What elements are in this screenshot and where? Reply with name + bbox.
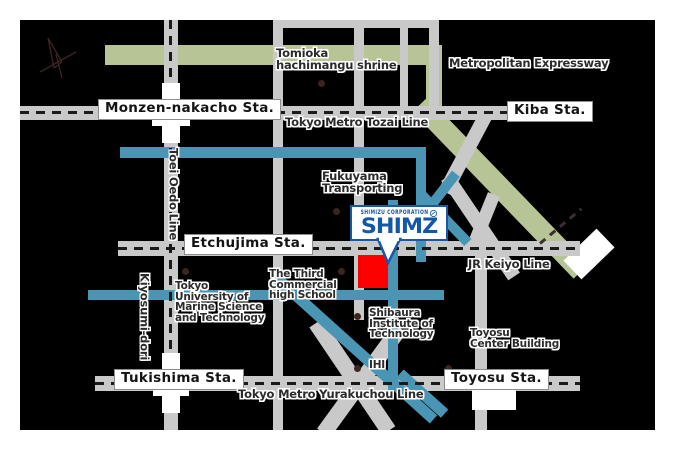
water-vertical-keiyo [388, 200, 398, 390]
landmark-label-marine-university: Tokyo University of Marine Science and T… [175, 280, 265, 325]
rail-label-oedo-text: Toei Oedo Line [166, 148, 181, 241]
landmark-label-ihi-text: IHI [369, 359, 386, 371]
expressway-segment-west [105, 45, 435, 65]
landmark-label-toyosu-center-text: Toyosu Center Building [470, 327, 560, 350]
rail-label-yurakuchou-text: Tokyo Metro Yurakuchou Line [238, 387, 424, 401]
shimz-circle-mark-icon [430, 209, 438, 217]
poi-dot-third-commercial [338, 268, 345, 275]
landmark-label-tomioka-text: Tomioka hachimangu shrine [276, 46, 397, 72]
landmark-label-ihi: IHI [369, 360, 385, 371]
rail-label-tozai-text: Tokyo Metro Tozai Line [285, 115, 429, 129]
water-horizontal-lower [88, 290, 444, 300]
water-vertical-east [416, 147, 426, 262]
station-label-toyosu[interactable]: Toyosu Sta. [444, 369, 549, 390]
target-location-block[interactable] [358, 255, 388, 288]
shimz-callout-tail-icon [376, 236, 403, 267]
road-vertical-center-a [273, 20, 283, 430]
poi-dot-toyosu-center [445, 365, 452, 372]
water-horizontal-upper [120, 147, 426, 158]
poi-dot-ihi [354, 365, 361, 372]
road-vertical-center-c [400, 20, 408, 120]
landmark-label-shibaura-text: Shibaura Institute of Technology [369, 307, 434, 341]
shimz-logo-callout[interactable]: SHIMIZU CORPORATION SHIMZ [350, 205, 448, 241]
road-label-metropolitan-expressway-text: Metropolitan Expressway [449, 56, 609, 70]
poi-dot-marine-univ [182, 268, 189, 275]
road-label-kiyosumi-dori-text: Kiyosumi-dori [137, 273, 152, 361]
poi-dot-fukuyama [333, 208, 340, 215]
landmark-label-fukuyama-text: Fukuyama Transporting [322, 169, 403, 195]
poi-dot-tomioka [318, 80, 325, 87]
station-label-monzen-nakacho[interactable]: Monzen-nakacho Sta. [98, 99, 282, 120]
landmark-label-third-commercial-text: The Third Commercial high School [269, 268, 337, 302]
shimz-wordmark: SHIMZ [360, 213, 438, 238]
landmark-label-third-commercial: The Third Commercial high School [269, 269, 337, 301]
rail-dash-oedo [169, 20, 172, 405]
rail-dash-tozai [20, 111, 580, 114]
road-horizontal-mid-upper [273, 20, 439, 28]
station-label-tukishima[interactable]: Tukishima Sta. [114, 369, 244, 390]
rail-dash-yurakuchou [95, 382, 580, 385]
station-label-etchujima[interactable]: Etchujima Sta. [184, 234, 313, 255]
rail-label-keiyo-text: JR Keiyo Line [468, 257, 550, 271]
landmark-label-tomioka: Tomioka hachimangu shrine [276, 46, 397, 72]
landmark-label-shibaura: Shibaura Institute of Technology [369, 307, 434, 341]
map-canvas: SHIMIZU CORPORATION SHIMZ Monzen-nakacho… [20, 20, 655, 430]
shimz-corporation-text: SHIMIZU CORPORATION [360, 209, 429, 217]
rail-label-oedo: Toei Oedo Line [166, 148, 181, 241]
road-label-kiyosumi-dori: Kiyosumi-dori [137, 273, 152, 361]
shimz-logo-header: SHIMIZU CORPORATION [360, 209, 438, 217]
landmark-label-toyosu-center: Toyosu Center Building [470, 328, 559, 349]
rail-label-tozai: Tokyo Metro Tozai Line [285, 115, 429, 129]
rail-label-yurakuchou: Tokyo Metro Yurakuchou Line [238, 387, 424, 401]
rail-label-keiyo: JR Keiyo Line [468, 257, 550, 271]
road-vertical-center-b [354, 20, 364, 320]
landmark-label-marine-university-text: Tokyo University of Marine Science and T… [175, 280, 265, 325]
station-label-kiba[interactable]: Kiba Sta. [507, 101, 593, 122]
landmark-label-fukuyama: Fukuyama Transporting [322, 169, 403, 195]
north-arrow-icon [39, 37, 77, 79]
poi-dot-shibaura [354, 313, 361, 320]
road-label-metropolitan-expressway: Metropolitan Expressway [449, 56, 609, 70]
road-vertical-east-a [429, 20, 439, 120]
rail-dash-etchujima [118, 247, 580, 250]
